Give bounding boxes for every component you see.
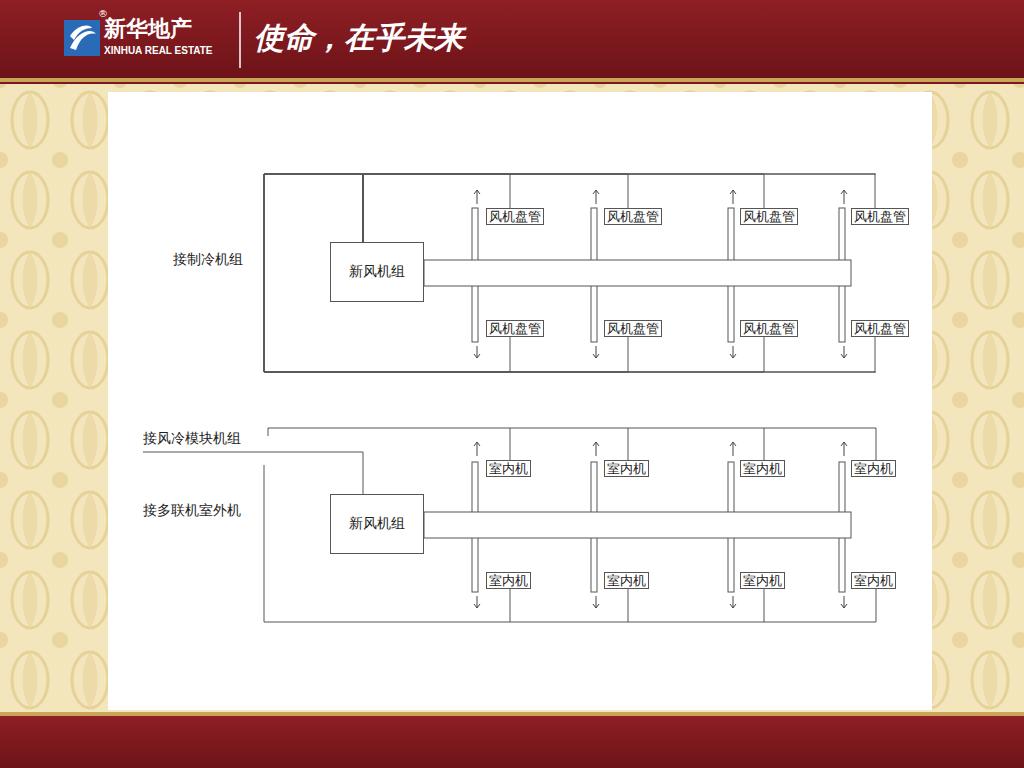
brand-name: 新华地产 xyxy=(104,14,192,44)
flow-arrow xyxy=(474,442,480,456)
node-text: 风机盘管 xyxy=(607,209,659,224)
diagram-lines xyxy=(143,174,876,622)
node-text: 室内机 xyxy=(743,461,782,476)
source-label: 接制冷机组 xyxy=(173,251,243,269)
pipe-connector xyxy=(363,174,764,242)
terminal-label-box: 风机盘管 xyxy=(740,208,798,225)
node-text: 室内机 xyxy=(743,573,782,588)
brand-english: XINHUA REAL ESTATE xyxy=(104,45,213,56)
node-text: 室内机 xyxy=(489,461,528,476)
source-label: 接多联机室外机 xyxy=(143,502,241,520)
node-text: 室内机 xyxy=(607,573,646,588)
flow-arrow xyxy=(474,346,480,358)
flow-arrow xyxy=(730,346,736,358)
node-text: 室内机 xyxy=(607,461,646,476)
header-bar xyxy=(0,0,1024,78)
flow-arrow xyxy=(841,596,847,608)
slogan: 使命，在乎未来 xyxy=(254,18,464,59)
red-stripe xyxy=(0,82,1024,84)
air-duct xyxy=(424,190,851,608)
terminal-label-box: 风机盘管 xyxy=(486,320,544,337)
node-text: 风机盘管 xyxy=(854,321,906,336)
pipe-connector xyxy=(264,174,510,372)
terminal-label-box: 风机盘管 xyxy=(604,208,662,225)
pipe-connector xyxy=(264,174,764,372)
flow-arrow xyxy=(730,596,736,608)
terminal-label-box: 室内机 xyxy=(740,572,785,589)
flow-arrow xyxy=(730,190,736,204)
node-text: 风机盘管 xyxy=(743,209,795,224)
terminal-label-box: 风机盘管 xyxy=(851,208,909,225)
pipe-connector xyxy=(363,174,875,242)
node-text: 风机盘管 xyxy=(489,321,541,336)
flow-arrow xyxy=(730,442,736,456)
pipe-connector xyxy=(264,174,628,372)
logo-icon xyxy=(64,20,100,56)
terminal-label-box: 室内机 xyxy=(604,572,649,589)
pipe-connector xyxy=(363,174,628,242)
terminal-label-box: 室内机 xyxy=(740,460,785,477)
flow-arrow xyxy=(474,190,480,204)
node-text: 室内机 xyxy=(854,573,893,588)
node-text: 风机盘管 xyxy=(743,321,795,336)
flow-arrow xyxy=(474,596,480,608)
main-duct xyxy=(424,512,851,538)
flow-arrow xyxy=(841,346,847,358)
footer-bar xyxy=(0,716,1024,768)
content-panel xyxy=(108,92,932,710)
terminal-label-box: 室内机 xyxy=(486,572,531,589)
terminal-label-box: 风机盘管 xyxy=(486,208,544,225)
node-text: 风机盘管 xyxy=(607,321,659,336)
flow-arrow xyxy=(841,442,847,456)
terminal-label-box: 风机盘管 xyxy=(851,320,909,337)
terminal-label-box: 室内机 xyxy=(486,460,531,477)
node-text: 新风机组 xyxy=(349,263,405,281)
terminal-label-box: 风机盘管 xyxy=(604,320,662,337)
unit-box: 新风机组 xyxy=(330,242,424,302)
pipe-connector xyxy=(264,174,875,372)
flow-arrow xyxy=(593,346,599,358)
flow-arrow xyxy=(841,190,847,204)
unit-box: 新风机组 xyxy=(330,494,424,554)
header-divider xyxy=(239,12,241,68)
gold-stripe xyxy=(0,78,1024,82)
terminal-label-box: 室内机 xyxy=(851,460,896,477)
terminal-label-box: 室内机 xyxy=(604,460,649,477)
source-label: 接风冷模块机组 xyxy=(143,430,241,448)
main-duct xyxy=(424,260,851,286)
gold-stripe xyxy=(0,712,1024,716)
node-text: 室内机 xyxy=(489,573,528,588)
terminal-label-box: 室内机 xyxy=(851,572,896,589)
node-text: 风机盘管 xyxy=(489,209,541,224)
node-text: 室内机 xyxy=(854,461,893,476)
terminal-label-box: 风机盘管 xyxy=(740,320,798,337)
node-text: 风机盘管 xyxy=(854,209,906,224)
flow-arrow xyxy=(593,596,599,608)
flow-arrow xyxy=(593,190,599,204)
flow-arrow xyxy=(593,442,599,456)
node-text: 新风机组 xyxy=(349,515,405,533)
